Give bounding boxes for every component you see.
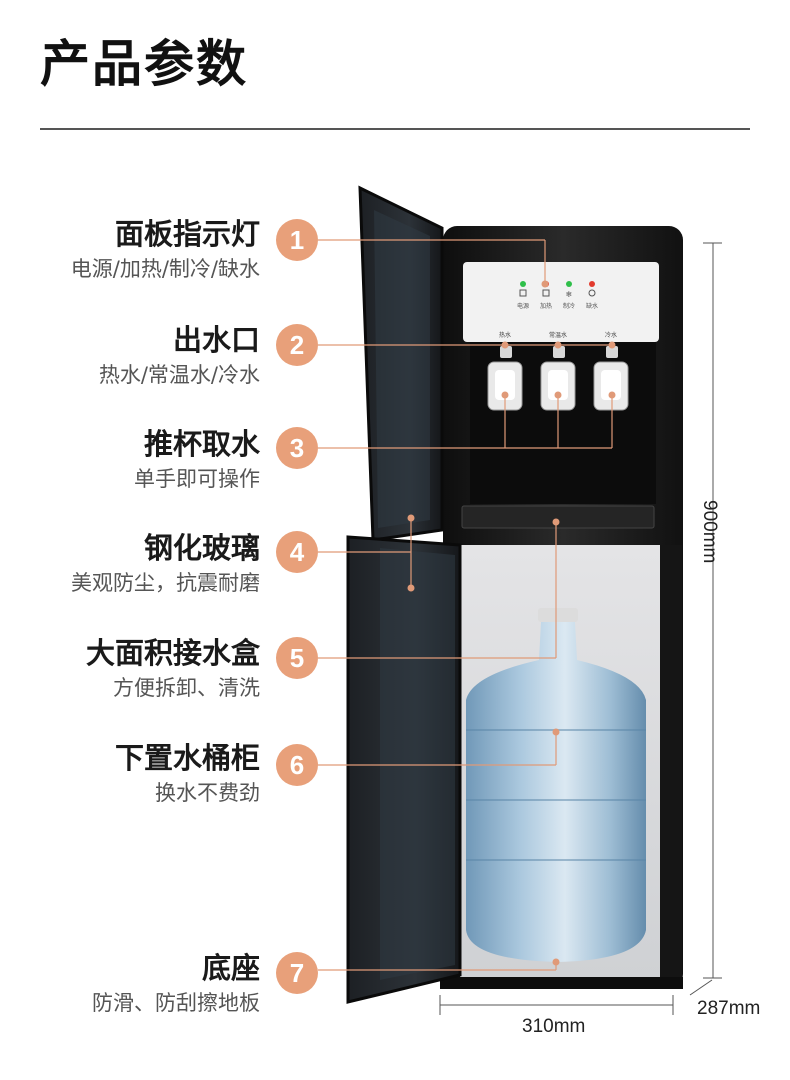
feature-title: 面板指示灯 xyxy=(114,217,260,251)
outlet-label: 冷水 xyxy=(605,331,617,339)
feature-tempered-glass: 钢化玻璃 美观防尘，抗震耐磨 xyxy=(0,530,260,598)
feature-subtitle: 美观防尘，抗震耐磨 xyxy=(71,571,260,595)
indicator-power-light xyxy=(520,281,526,287)
feature-title: 下置水桶柜 xyxy=(114,741,260,775)
feature-title: 大面积接水盒 xyxy=(85,636,260,670)
tap-cold xyxy=(593,346,629,411)
snowflake-icon: ❄ xyxy=(566,290,573,299)
feature-base: 底座 防滑、防刮擦地板 xyxy=(0,950,260,1018)
dimension-depth: 287mm xyxy=(697,998,761,1019)
callout-number-2: 2 xyxy=(276,324,318,366)
feature-subtitle: 单手即可操作 xyxy=(134,467,260,491)
indicator-label: 加热 xyxy=(540,302,552,310)
empty-icon xyxy=(588,289,596,297)
tap-normal xyxy=(540,346,576,411)
feature-panel-lights: 面板指示灯 电源/加热/制冷/缺水 xyxy=(0,216,260,284)
tap-hot xyxy=(487,346,523,411)
feature-water-tray: 大面积接水盒 方便拆卸、清洗 xyxy=(0,635,260,703)
feature-outlets: 出水口 热水/常温水/冷水 xyxy=(0,322,260,390)
feature-push-cup: 推杯取水 单手即可操作 xyxy=(0,426,260,494)
indicator-empty-light xyxy=(589,281,595,287)
outlet-label: 热水 xyxy=(499,331,511,339)
feature-subtitle: 电源/加热/制冷/缺水 xyxy=(70,257,260,281)
indicator-label: 缺水 xyxy=(586,302,598,310)
outlet-label: 常温水 xyxy=(549,331,567,339)
page-title: 产品参数 xyxy=(40,35,248,93)
callout-number-6: 6 xyxy=(276,744,318,786)
feature-subtitle: 防滑、防刮擦地板 xyxy=(92,991,260,1015)
callout-number-3: 3 xyxy=(276,427,318,469)
heat-icon xyxy=(542,289,550,297)
dimension-lines xyxy=(439,242,722,1015)
callout-number-1: 1 xyxy=(276,219,318,261)
feature-title: 底座 xyxy=(201,951,260,985)
indicator-label: 制冷 xyxy=(563,302,575,310)
callout-number-4: 4 xyxy=(276,531,318,573)
indicator-cool-light xyxy=(566,281,572,287)
callout-number-5: 5 xyxy=(276,637,318,679)
base xyxy=(440,977,683,989)
dimension-height: 900mm xyxy=(699,500,720,564)
feature-title: 推杯取水 xyxy=(143,427,260,461)
callout-number-7: 7 xyxy=(276,952,318,994)
feature-title: 出水口 xyxy=(172,323,260,357)
callout-dots xyxy=(407,280,616,966)
indicator-label: 电源 xyxy=(517,302,529,310)
feature-subtitle: 换水不费劲 xyxy=(155,781,260,805)
power-icon xyxy=(519,289,527,297)
control-panel xyxy=(463,262,659,342)
title-divider xyxy=(40,128,750,130)
feature-title: 钢化玻璃 xyxy=(143,531,260,565)
feature-bucket-cabinet: 下置水桶柜 换水不费劲 xyxy=(0,740,260,808)
drip-tray xyxy=(461,505,655,529)
feature-subtitle: 方便拆卸、清洗 xyxy=(113,676,260,700)
feature-subtitle: 热水/常温水/冷水 xyxy=(98,363,260,387)
dimension-width: 310mm xyxy=(522,1016,586,1037)
